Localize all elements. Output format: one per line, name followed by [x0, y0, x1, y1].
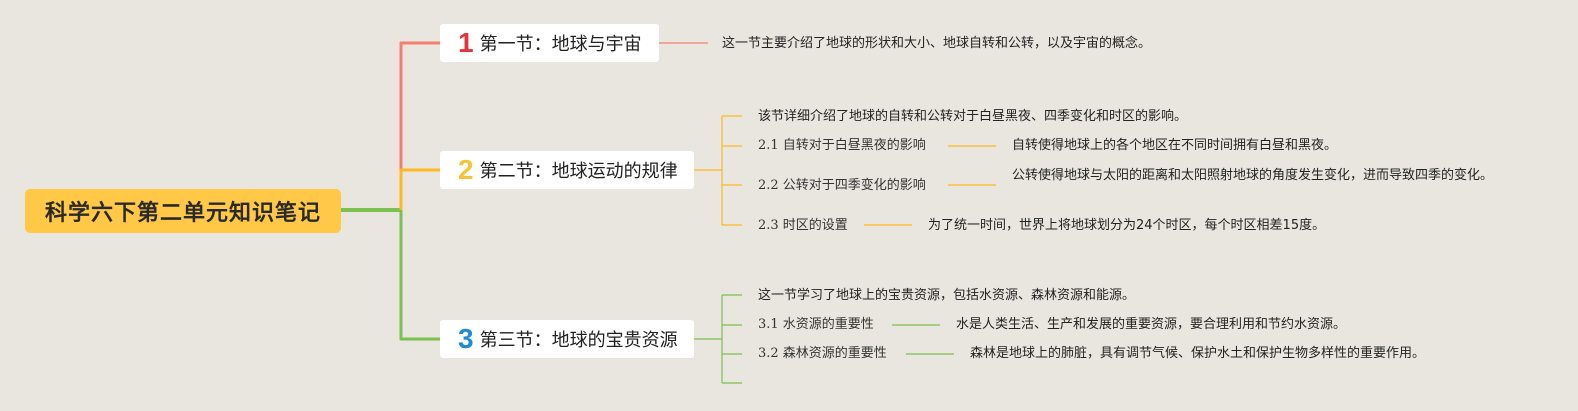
- branch-connector-1: [399, 41, 440, 210]
- section-summary-3[interactable]: 这一节学习了地球上的宝贵资源，包括水资源、森林资源和能源。: [758, 288, 1136, 303]
- section-summary-2[interactable]: 该节详细介绍了地球的自转和公转对于白昼黑夜、四季变化和时区的影响。: [758, 109, 1188, 124]
- section-title-3: 第三节：地球的宝贵资源: [479, 330, 678, 351]
- section-number-1: 1: [458, 27, 474, 58]
- topic-3-1[interactable]: 3.1 水资源的重要性: [758, 317, 874, 332]
- topic-2-1[interactable]: 2.1 自转对于白昼黑夜的影响: [758, 138, 926, 153]
- topic-detail-3-1[interactable]: 水是人类生活、生产和发展的重要资源，要合理利用和节约水资源。: [956, 317, 1347, 332]
- section-node-2[interactable]: 2 第二节：地球运动的规律: [440, 151, 694, 189]
- topic-2-2[interactable]: 2.2 公转对于四季变化的影响: [758, 178, 926, 193]
- section-title-1: 第一节：地球与宇宙: [479, 34, 642, 55]
- branch-connector-2: [399, 168, 440, 210]
- section-node-1[interactable]: 1 第一节：地球与宇宙: [440, 24, 659, 62]
- section-title-2: 第二节：地球运动的规律: [479, 161, 678, 182]
- topic-3-2[interactable]: 3.2 森林资源的重要性: [758, 346, 887, 361]
- topic-2-3[interactable]: 2.3 时区的设置: [758, 218, 848, 233]
- section-number-2: 2: [458, 154, 474, 185]
- topic-detail-3-2[interactable]: 森林是地球上的肺脏，具有调节气候、保护水土和保护生物多样性的重要作用。: [970, 346, 1426, 361]
- topic-detail-2-2[interactable]: 公转使得地球与太阳的距离和太阳照射地球的角度发生变化，进而导致四季的变化。: [1012, 168, 1494, 183]
- root-node[interactable]: 科学六下第二单元知识笔记: [25, 189, 341, 233]
- topic-detail-2-3[interactable]: 为了统一时间，世界上将地球划分为24个时区，每个时区相差15度。: [928, 218, 1326, 233]
- section-number-3: 3: [458, 323, 474, 354]
- section-node-3[interactable]: 3 第三节：地球的宝贵资源: [440, 320, 694, 358]
- branch-connector-3: [399, 210, 440, 341]
- section-summary-1[interactable]: 这一节主要介绍了地球的形状和大小、地球自转和公转，以及宇宙的概念。: [722, 36, 1152, 51]
- topic-detail-2-1[interactable]: 自转使得地球上的各个地区在不同时间拥有白昼和黑夜。: [1012, 138, 1338, 153]
